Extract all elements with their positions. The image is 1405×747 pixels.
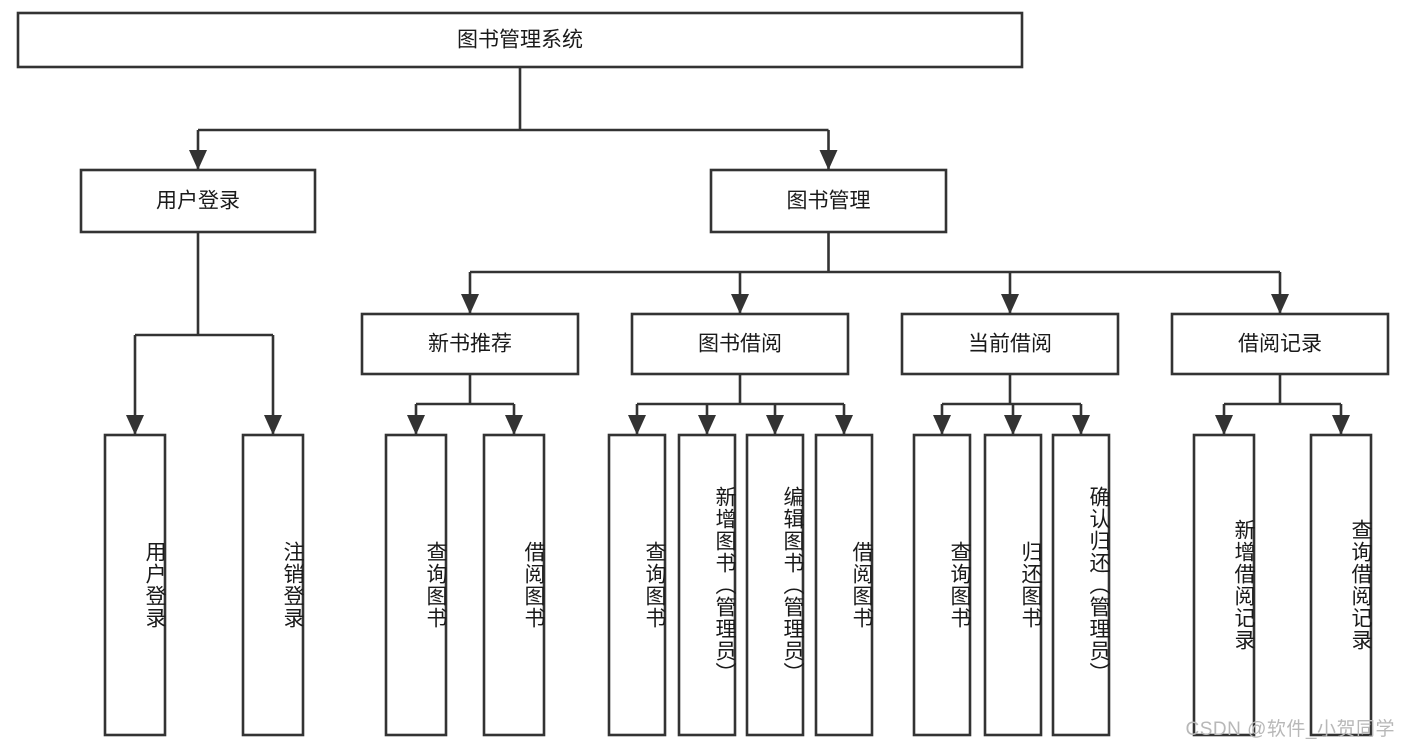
node-label-new-book-recommend: 新书推荐 (428, 333, 512, 356)
connector-bookborrow-to-leaves (628, 374, 853, 435)
arrow-head-icon (819, 150, 838, 170)
arrow-head-icon (933, 415, 951, 435)
connector-root-to-level2 (189, 67, 838, 170)
arrow-head-icon (1271, 294, 1289, 314)
node-current-borrow[interactable] (900, 312, 1120, 376)
arrow-head-icon (407, 415, 425, 435)
node-leaf-query-borrow-record[interactable] (1309, 433, 1373, 737)
node-leaf-edit-book-admin[interactable] (745, 433, 805, 737)
node-leaf-confirm-return-admin[interactable] (1051, 433, 1111, 737)
watermark-text: CSDN @软件_小贺同学 (1185, 719, 1395, 740)
node-leaf-borrow-book-1[interactable] (482, 433, 546, 737)
node-user-login[interactable] (79, 168, 317, 234)
node-leaf-query-book-2[interactable] (607, 433, 667, 737)
arrow-head-icon (1332, 415, 1350, 435)
node-leaf-query-book-3[interactable] (912, 433, 972, 737)
node-new-book-recommend[interactable] (360, 312, 580, 376)
node-leaf-return-book[interactable] (983, 433, 1043, 737)
node-label-current-borrow: 当前借阅 (968, 333, 1052, 356)
connector-bookmgmt-to-level3 (461, 232, 1289, 314)
connector-newbook-to-leaves (407, 374, 523, 435)
arrow-head-icon (505, 415, 523, 435)
arrow-head-icon (189, 150, 207, 170)
arrow-head-icon (1004, 415, 1022, 435)
node-label-borrow-record: 借阅记录 (1238, 333, 1322, 356)
arrow-head-icon (731, 294, 749, 314)
node-book-management[interactable] (709, 168, 948, 234)
arrow-head-icon (1215, 415, 1233, 435)
connector-userlogin-to-leaves (126, 232, 282, 435)
node-box-layer (16, 11, 1390, 737)
node-book-borrow[interactable] (630, 312, 850, 376)
node-leaf-add-borrow-record[interactable] (1192, 433, 1256, 737)
connector-borrowrecord-to-leaves (1215, 374, 1350, 435)
connector-currentborrow-to-leaves (933, 374, 1090, 435)
arrow-head-icon (1001, 294, 1019, 314)
arrow-head-icon (126, 415, 144, 435)
arrow-head-icon (461, 294, 479, 314)
node-root[interactable] (16, 11, 1024, 69)
node-leaf-borrow-book-2[interactable] (814, 433, 874, 737)
arrow-head-icon (698, 415, 716, 435)
node-leaf-logout-login[interactable] (241, 433, 305, 737)
arrow-head-icon (628, 415, 646, 435)
node-label-book-management: 图书管理 (787, 190, 871, 213)
node-label-user-login: 用户登录 (156, 190, 240, 213)
node-label-root: 图书管理系统 (457, 29, 583, 52)
node-leaf-query-book-1[interactable] (384, 433, 448, 737)
node-label-book-borrow: 图书借阅 (698, 333, 782, 356)
arrow-head-icon (1072, 415, 1090, 435)
arrow-head-icon (264, 415, 282, 435)
node-borrow-record[interactable] (1170, 312, 1390, 376)
connector-layer (126, 67, 1350, 435)
arrow-head-icon (766, 415, 784, 435)
node-leaf-add-book-admin[interactable] (677, 433, 737, 737)
node-leaf-user-login[interactable] (103, 433, 167, 737)
arrow-head-icon (835, 415, 853, 435)
